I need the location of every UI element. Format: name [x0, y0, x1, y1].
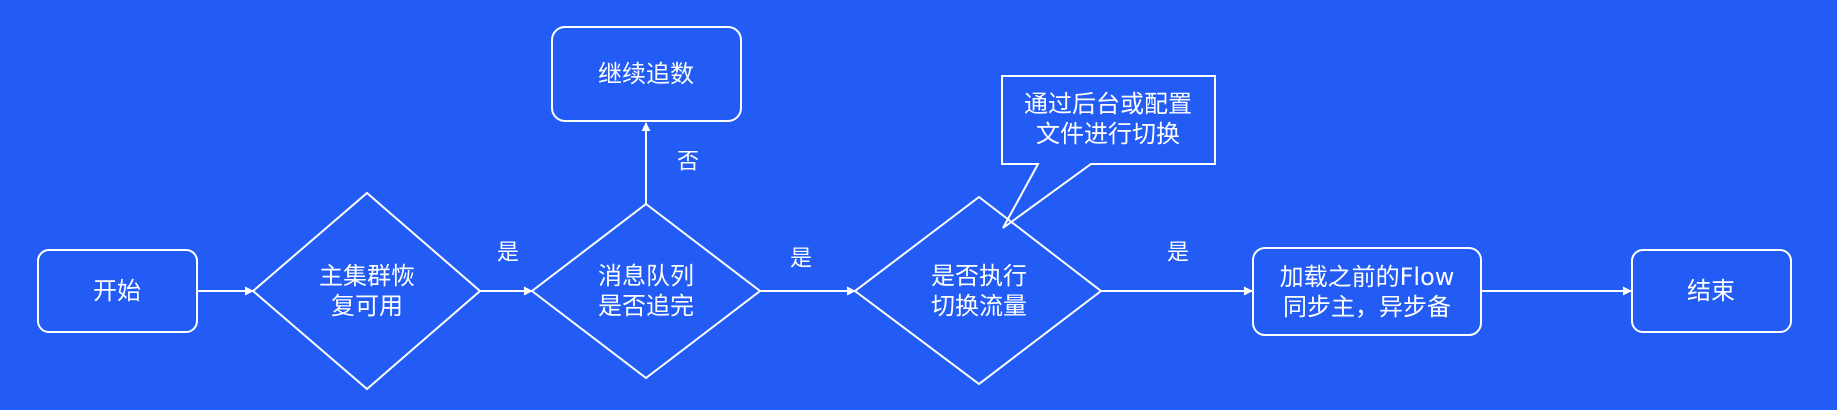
decision-switch-line1: 是否执行: [931, 262, 1027, 290]
callout-line2: 文件进行切换: [1036, 120, 1180, 148]
continue-catchup-node: [551, 26, 742, 122]
decision-catchup-line1: 消息队列: [598, 262, 694, 290]
decision-recovery-line1: 主集群恢: [319, 262, 415, 290]
end-label: 结束: [1687, 277, 1735, 305]
start-label: 开始: [93, 277, 141, 305]
end-node: [1631, 249, 1792, 333]
decision-catchup: [530, 202, 762, 380]
load-flow-node: [1252, 247, 1482, 336]
callout-note: [1001, 75, 1216, 229]
decision-switch-line2: 切换流量: [931, 292, 1027, 320]
edge-label-recovery-yes: 是: [497, 241, 519, 266]
decision-recovery-line2: 复可用: [331, 292, 403, 320]
edge-label-catchup-yes: 是: [790, 247, 812, 272]
continue-catchup-label: 继续追数: [598, 60, 694, 88]
start-node: [37, 249, 198, 333]
decision-switch: [853, 195, 1103, 386]
load-flow-line1: 加载之前的Flow: [1280, 263, 1455, 291]
decision-catchup-line2: 是否追完: [598, 292, 694, 320]
edge-label-switch-yes: 是: [1167, 241, 1189, 266]
decision-recovery: [251, 191, 482, 391]
callout-line1: 通过后台或配置: [1024, 90, 1192, 118]
edge-label-catchup-no: 否: [677, 150, 699, 175]
load-flow-line2: 同步主，异步备: [1283, 293, 1451, 321]
